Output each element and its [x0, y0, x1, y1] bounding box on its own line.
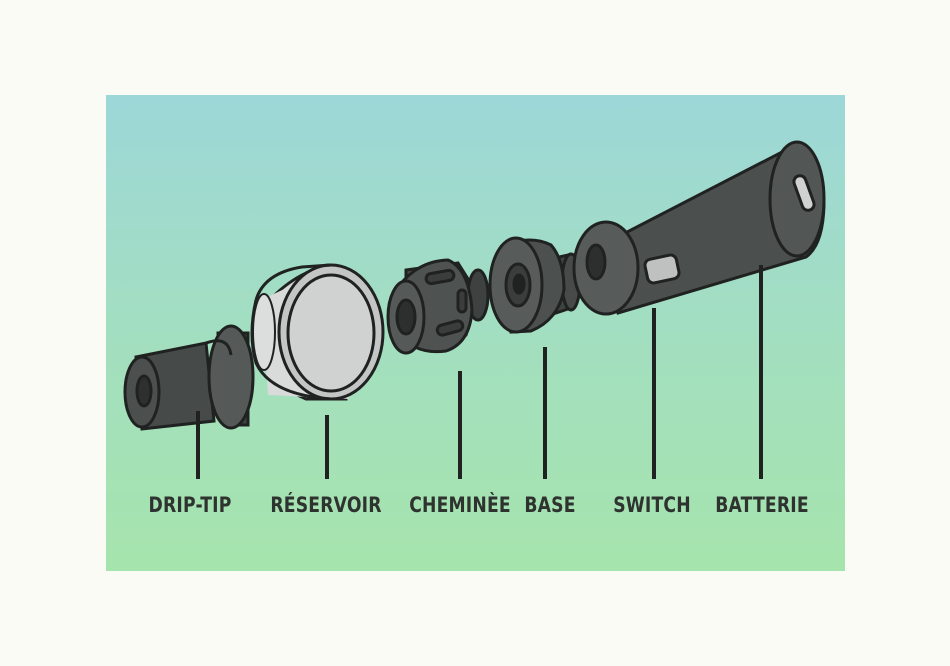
- cheminee-part: [386, 258, 490, 355]
- label-drip-tip: DRIP-TIP: [148, 493, 232, 517]
- label-reservoir: RÉSERVOIR: [270, 493, 382, 517]
- label-cheminee: CHEMINÈE: [409, 493, 511, 517]
- label-switch: SWITCH: [613, 493, 691, 517]
- leader-lines: [196, 265, 763, 479]
- label-base: BASE: [524, 493, 576, 517]
- base-part: [488, 236, 582, 334]
- battery-part: [572, 140, 826, 316]
- label-batterie: BATTERIE: [715, 493, 809, 517]
- reservoir-part: [250, 263, 385, 401]
- diagram-panel: DRIP-TIP RÉSERVOIR CHEMINÈE BASE SWITCH …: [106, 95, 845, 571]
- exploded-parts: [123, 140, 826, 479]
- drip-tip-part: [123, 324, 255, 431]
